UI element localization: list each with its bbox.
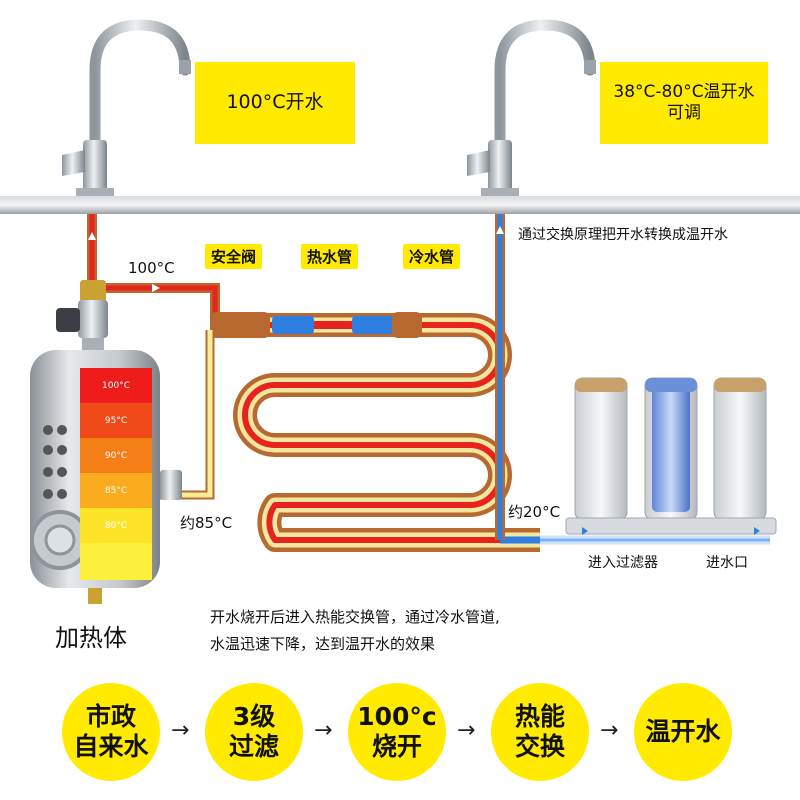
flow-arrow-3: →	[457, 718, 476, 743]
hot-pipe-tag: 热水管	[301, 244, 359, 269]
warm-water-label-line1: 38°C-80°C温开水	[613, 81, 755, 102]
warm-water-label-line2: 可调	[667, 103, 701, 123]
tank-band-4: 80°C	[80, 508, 152, 543]
heat-exchange-coil	[210, 312, 540, 552]
tank-band-1: 95°C	[80, 403, 152, 438]
water-inlet-label: 进水口	[706, 555, 748, 571]
step-2-line-1: 3级	[232, 701, 276, 731]
step-heat-exchange: 热能 交换	[491, 683, 589, 781]
tank-band-2: 90°C	[80, 438, 152, 473]
step-filtration: 3级 过滤	[205, 683, 303, 781]
step-1-line-1: 市政	[85, 701, 136, 731]
step-boil: 100°c 烧开	[348, 683, 446, 781]
temp-100-label: 100°C	[128, 259, 175, 277]
cold-pipe-tag: 冷水管	[403, 244, 461, 269]
faucet-left	[62, 19, 191, 196]
step-3-line-1: 100°c	[357, 701, 437, 731]
step-4-line-2: 交换	[514, 732, 565, 761]
tank-band-label: 80°C	[104, 520, 128, 531]
step-2-line-2: 过滤	[228, 732, 279, 761]
step-3-line-2: 烧开	[371, 732, 422, 761]
description-line-1: 开水烧开后进入热能交换管，通过冷水管道,	[210, 608, 500, 626]
warm-water-box: 38°C-80°C温开水 可调	[600, 62, 768, 144]
tank-band-label: 95°C	[104, 415, 128, 426]
step-warm-water: 温开水	[634, 683, 732, 781]
tank-band-5	[80, 543, 152, 580]
step-4-line-1: 热能	[514, 701, 565, 731]
step-1-line-2: 自来水	[73, 732, 149, 761]
temp-85-label: 约85°C	[180, 514, 233, 532]
faucet-right	[467, 19, 596, 196]
flow-arrow-4: →	[600, 718, 619, 743]
warm-outlet-pipe	[495, 214, 770, 545]
step-municipal-water: 市政 自来水	[62, 683, 160, 781]
into-filter-label: 进入过滤器	[588, 555, 658, 571]
tank-band-label: 90°C	[104, 450, 128, 461]
description-line-2: 水温迅速下降，达到温开水的效果	[210, 635, 436, 653]
tank-band-label: 100°C	[102, 380, 130, 391]
flow-arrow-1: →	[171, 718, 190, 743]
boiling-water-label: 100°C开水	[226, 91, 324, 114]
step-5-line-1: 温开水	[645, 716, 721, 746]
temp-20-label: 约20°C	[508, 503, 561, 521]
boiling-water-box: 100°C开水	[195, 62, 355, 144]
exchange-principle-text: 通过交换原理把开水转换成温开水	[518, 227, 728, 243]
tank-band-0: 100°C	[80, 368, 152, 403]
heater-label: 加热体	[55, 624, 127, 652]
filter-cartridges	[565, 377, 777, 535]
safety-valve-tag: 安全阀	[205, 244, 263, 269]
tank-band-3: 85°C	[80, 473, 152, 508]
tank-band-label: 85°C	[104, 485, 128, 496]
valve-assembly	[56, 280, 108, 352]
countertop	[0, 196, 800, 214]
flow-arrow-2: →	[314, 718, 333, 743]
